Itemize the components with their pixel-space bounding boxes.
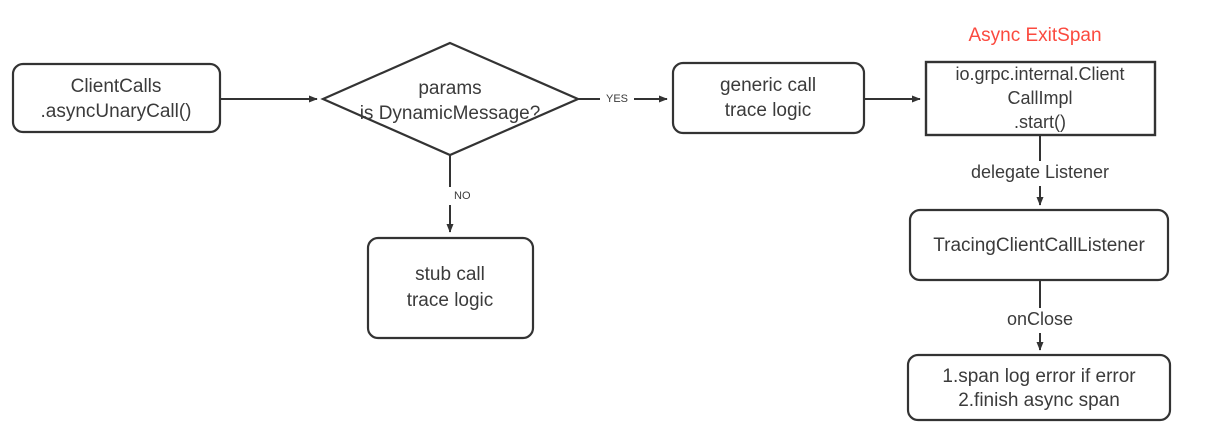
node-stub-call-trace-logic[interactable]: stub call trace logic — [366, 236, 535, 340]
node-span-finish-line-2: 2.finish async span — [958, 390, 1120, 411]
node-stub-call-trace-logic-shape[interactable] — [366, 236, 535, 340]
node-params-decision-line-2: is DynamicMessage? — [360, 103, 541, 124]
node-client-call-impl-line-2: CallImpl — [1007, 88, 1072, 108]
node-generic-call-trace-logic-shape[interactable] — [671, 61, 866, 135]
node-client-calls-line-1: ClientCalls — [71, 76, 162, 97]
edge-impl-to-listener: delegate Listener — [971, 135, 1109, 206]
node-params-decision-shape[interactable] — [320, 41, 581, 157]
node-generic-call-trace-logic-line-2: trace logic — [725, 100, 812, 121]
node-generic-call-trace-logic-line-1: generic call — [720, 75, 816, 96]
edge-decision-yes: YES — [578, 93, 668, 105]
node-tracing-client-call-listener-label: TracingClientCallListener — [933, 235, 1145, 256]
node-span-finish-shape[interactable] — [906, 353, 1172, 422]
node-params-decision[interactable]: params is DynamicMessage? — [320, 41, 581, 157]
edge-label-delegate-listener: delegate Listener — [971, 162, 1109, 182]
edge-label-no: NO — [454, 190, 471, 202]
node-client-call-impl-line-1: io.grpc.internal.Client — [955, 64, 1124, 84]
edge-label-yes: YES — [606, 93, 628, 105]
node-client-call-impl[interactable]: io.grpc.internal.Client CallImpl .start(… — [924, 60, 1157, 137]
edge-decision-no: NO — [446, 155, 471, 233]
node-client-calls-shape[interactable] — [11, 62, 222, 134]
edge-label-onclose: onClose — [1007, 309, 1073, 329]
node-stub-call-trace-logic-line-1: stub call — [415, 264, 485, 285]
node-generic-call-trace-logic[interactable]: generic call trace logic — [671, 61, 866, 135]
node-client-call-impl-shape[interactable] — [924, 60, 1157, 137]
node-params-decision-line-1: params — [418, 78, 481, 99]
node-span-finish[interactable]: 1.span log error if error 2.finish async… — [906, 353, 1172, 422]
node-client-call-impl-line-3: .start() — [1014, 112, 1066, 132]
node-client-calls[interactable]: ClientCalls .asyncUnaryCall() — [11, 62, 222, 134]
node-span-finish-line-1: 1.span log error if error — [942, 366, 1136, 387]
node-stub-call-trace-logic-line-2: trace logic — [407, 290, 494, 311]
node-client-calls-line-2: .asyncUnaryCall() — [41, 101, 192, 122]
annotation-async-exit-span: Async ExitSpan — [968, 25, 1101, 46]
node-tracing-client-call-listener-shape[interactable] — [908, 208, 1170, 282]
edge-listener-to-span: onClose — [1007, 280, 1073, 351]
node-tracing-client-call-listener[interactable]: TracingClientCallListener — [908, 208, 1170, 282]
